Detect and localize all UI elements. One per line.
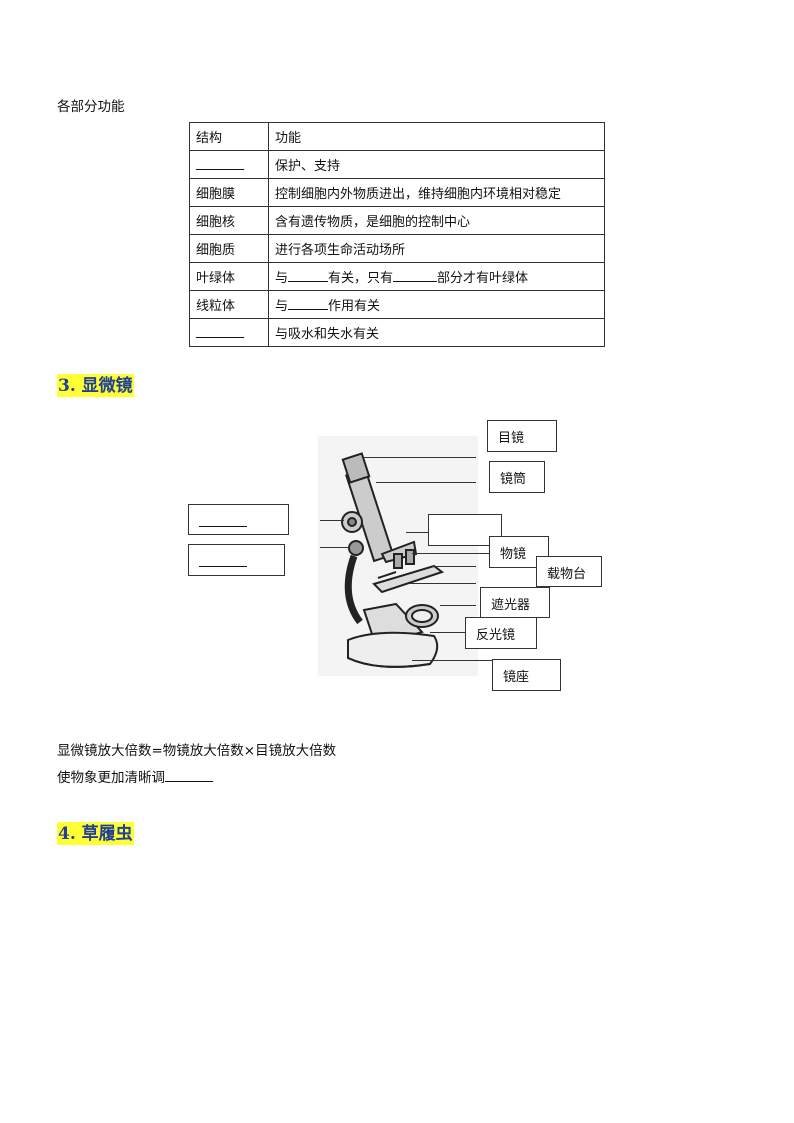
table-row: 保护、支持 bbox=[189, 150, 605, 179]
table-cell-function: 含有遗传物质，是细胞的控制中心 bbox=[268, 206, 605, 235]
blank-line[interactable] bbox=[199, 513, 247, 527]
text-segment: 有关，只有 bbox=[328, 271, 394, 286]
text-segment: 部分才有叶绿体 bbox=[437, 271, 529, 286]
leader-line bbox=[440, 605, 476, 606]
label-tube: 镜筒 bbox=[489, 461, 545, 493]
objective-lens-1 bbox=[393, 553, 403, 569]
microscope-drawing bbox=[341, 452, 445, 668]
leader-line bbox=[412, 660, 492, 661]
table-cell-structure: 线粒体 bbox=[189, 290, 269, 319]
clarity-text: 使物象更加清晰调 bbox=[57, 770, 165, 786]
section-3-heading: 3. 显微镜 bbox=[57, 374, 134, 397]
table-cell-function: 控制细胞内外物质进出，维持细胞内环境相对稳定 bbox=[268, 178, 605, 207]
blank-line[interactable] bbox=[165, 768, 213, 782]
blank-line[interactable] bbox=[393, 268, 438, 282]
table-cell-function: 与吸水和失水有关 bbox=[268, 318, 605, 347]
leader-line bbox=[364, 457, 476, 458]
leader-line bbox=[320, 547, 350, 548]
microscope-eyepiece bbox=[341, 452, 371, 484]
table-cell-structure: 细胞核 bbox=[189, 206, 269, 235]
label-stage: 载物台 bbox=[536, 556, 602, 587]
table-cell-structure: 叶绿体 bbox=[189, 262, 269, 291]
blank-line[interactable] bbox=[199, 553, 247, 567]
blank-line[interactable] bbox=[288, 296, 329, 310]
label-base: 镜座 bbox=[492, 659, 561, 691]
label-mirror: 反光镜 bbox=[465, 617, 537, 649]
table-header-function: 功能 bbox=[268, 122, 605, 151]
stage-clip bbox=[377, 571, 397, 579]
microscope-arm bbox=[344, 554, 363, 625]
table-cell-structure: 细胞膜 bbox=[189, 178, 269, 207]
table-cell-function: 与 有关，只有 部分才有叶绿体 bbox=[268, 262, 605, 291]
microscope-base bbox=[347, 631, 439, 668]
table-cell-structure[interactable] bbox=[189, 150, 269, 179]
text-segment: 与 bbox=[275, 271, 289, 286]
table-cell-structure: 细胞质 bbox=[189, 234, 269, 263]
fine-adjustment-knob bbox=[348, 540, 364, 556]
table-row: 线粒体 与 作用有关 bbox=[189, 290, 605, 319]
microscope-illustration bbox=[318, 436, 478, 676]
table-row: 细胞质 进行各项生命活动场所 bbox=[189, 234, 605, 263]
coarse-knob-center bbox=[347, 517, 357, 527]
blank-line[interactable] bbox=[196, 156, 244, 170]
leader-line bbox=[410, 583, 476, 584]
text-segment: 作用有关 bbox=[328, 299, 381, 314]
table-row: 细胞核 含有遗传物质，是细胞的控制中心 bbox=[189, 206, 605, 235]
blank-box-fine-adjustment[interactable] bbox=[188, 544, 285, 576]
base-edge bbox=[347, 657, 431, 668]
table-header-row: 结构 功能 bbox=[189, 122, 605, 151]
function-table: 结构 功能 保护、支持 细胞膜 控制细胞内外物质进出，维持细胞内环境相对稳定 细… bbox=[189, 122, 605, 347]
magnification-note: 显微镜放大倍数=物镜放大倍数×目镜放大倍数 bbox=[57, 743, 337, 759]
table-cell-structure[interactable] bbox=[189, 318, 269, 347]
text-segment: 与 bbox=[275, 299, 289, 314]
clarity-note: 使物象更加清晰调 bbox=[57, 766, 213, 786]
table-cell-function: 与 作用有关 bbox=[268, 290, 605, 319]
leader-line bbox=[430, 632, 466, 633]
intro-text: 各部分功能 bbox=[57, 99, 125, 115]
blank-box-coarse-adjustment[interactable] bbox=[188, 504, 289, 535]
table-row: 与吸水和失水有关 bbox=[189, 318, 605, 347]
blank-line[interactable] bbox=[288, 268, 329, 282]
leader-line bbox=[412, 553, 490, 554]
leader-line bbox=[320, 520, 344, 521]
stage bbox=[372, 564, 445, 594]
table-cell-function: 保护、支持 bbox=[268, 150, 605, 179]
leader-line bbox=[376, 482, 476, 483]
table-cell-function: 进行各项生命活动场所 bbox=[268, 234, 605, 263]
table-row: 叶绿体 与 有关，只有 部分才有叶绿体 bbox=[189, 262, 605, 291]
label-eyepiece: 目镜 bbox=[487, 420, 557, 452]
section-4-heading: 4. 草履虫 bbox=[57, 822, 134, 845]
leader-line bbox=[432, 566, 476, 567]
blank-line[interactable] bbox=[196, 324, 244, 338]
label-diaphragm: 遮光器 bbox=[480, 587, 550, 618]
table-row: 细胞膜 控制细胞内外物质进出，维持细胞内环境相对稳定 bbox=[189, 178, 605, 207]
objective-lens-2 bbox=[405, 549, 415, 565]
nosepiece bbox=[380, 540, 418, 564]
table-header-structure: 结构 bbox=[189, 122, 269, 151]
mirror-surface bbox=[411, 609, 433, 623]
